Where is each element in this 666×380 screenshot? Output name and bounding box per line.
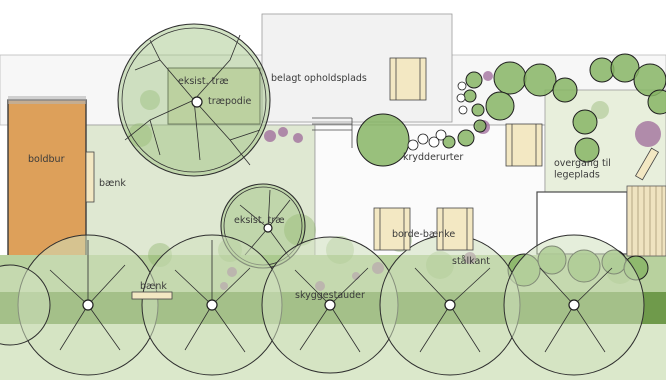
label-platform: træpodie (208, 96, 251, 107)
playground-bench (634, 147, 660, 181)
table-bench-icon (373, 207, 411, 251)
label-tables: borde-bænke (392, 229, 455, 240)
label-existing-tree-top: eksist. træ (178, 76, 229, 87)
table-bench-icon (389, 57, 427, 101)
label-bench-bottom: bænk (140, 281, 167, 292)
table-bench-icon (505, 123, 543, 167)
label-bench-left: bænk (99, 178, 126, 189)
tree-canopy-icon (261, 236, 399, 374)
shrub-icon (456, 53, 666, 163)
steps (312, 117, 353, 148)
label-herbs: krydderurter (403, 152, 463, 163)
herb-garden (356, 113, 487, 167)
label-shade-perennials: skyggestauder (295, 290, 365, 301)
tree-canopy-icon (503, 234, 645, 376)
tree-canopy-icon (141, 234, 283, 376)
table-bench-icon (436, 207, 474, 251)
sandbox-deck-lines (631, 186, 663, 256)
bench-icon (85, 151, 95, 203)
tree-canopy-icon (0, 264, 51, 346)
label-cage: boldbur (28, 154, 65, 165)
tree-canopy-icon (379, 234, 521, 376)
ball-cage-shadow (8, 96, 86, 104)
label-existing-tree-mid: eksist. træ (234, 215, 285, 226)
tree-canopy-icon (117, 23, 271, 177)
label-paved-area: belagt opholdsplads (271, 73, 367, 84)
sandbox-deck (626, 185, 666, 257)
tree-row (0, 234, 645, 376)
bench-icon (131, 291, 173, 300)
label-steel-edge: stålkant (452, 256, 490, 267)
